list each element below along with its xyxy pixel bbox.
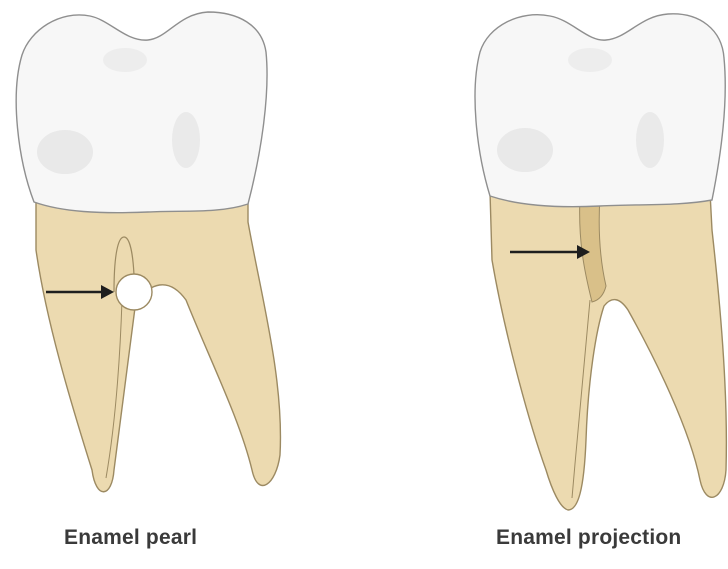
tooth-enamel-pearl — [16, 12, 280, 492]
enamel-pearl — [116, 274, 152, 310]
right-crown-shade-2 — [636, 112, 664, 168]
right-crown-shade-3 — [568, 48, 612, 72]
right-tooth-crown — [475, 14, 725, 207]
left-crown-shade-3 — [103, 48, 147, 72]
left-tooth-crown — [16, 12, 267, 213]
caption-enamel-projection: Enamel projection — [496, 526, 681, 550]
left-crown-shade-2 — [172, 112, 200, 168]
right-tooth-roots — [490, 192, 726, 510]
tooth-enamel-projection — [475, 14, 726, 510]
caption-enamel-pearl: Enamel pearl — [64, 526, 197, 550]
left-tooth-roots — [36, 198, 280, 492]
right-crown-shade-1 — [497, 128, 553, 172]
left-crown-shade-1 — [37, 130, 93, 174]
